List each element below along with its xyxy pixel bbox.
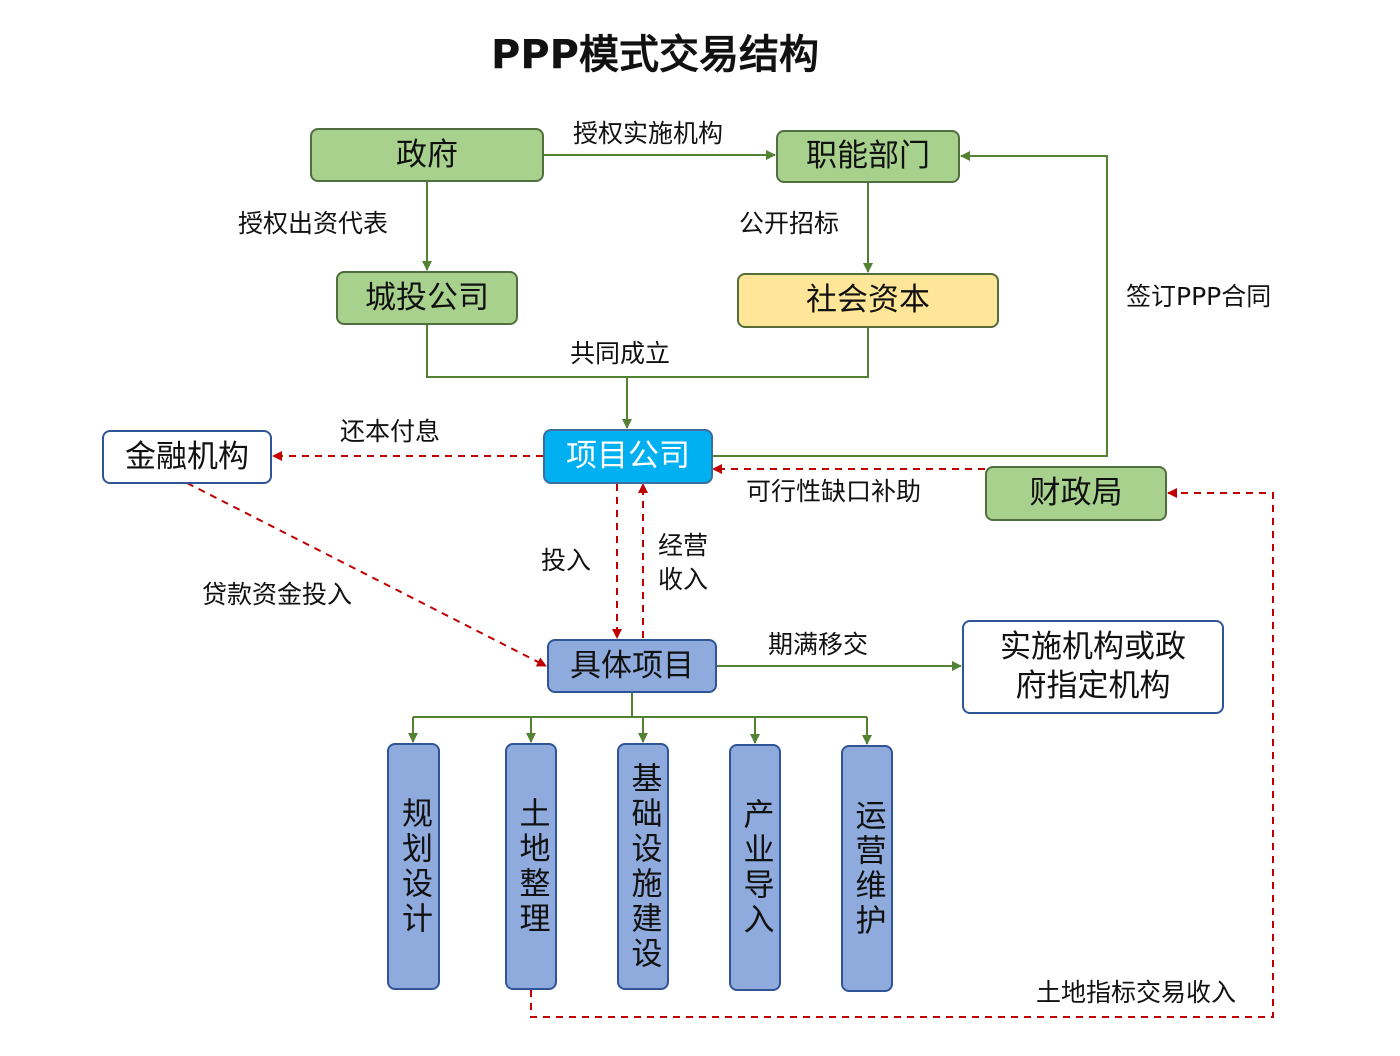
label-public-tender: 公开招标	[739, 209, 840, 238]
edge-contract	[713, 151, 1108, 457]
node-social-capital: 社会资本	[737, 273, 999, 328]
label-operating-income: 经营收入	[658, 531, 709, 594]
label-land-income: 土地指标交易收入	[1036, 978, 1237, 1007]
label-viability-gap: 可行性缺口补助	[746, 477, 922, 506]
node-financial-institution: 金融机构	[102, 430, 272, 484]
node-specific-project: 具体项目	[547, 639, 717, 693]
node-infrastructure: 基础设施建设	[617, 743, 669, 990]
edge-land-income	[530, 488, 1274, 1018]
edge-loan	[186, 482, 547, 667]
node-city-invest: 城投公司	[336, 271, 518, 325]
label-handover: 期满移交	[768, 630, 869, 659]
node-government: 政府	[310, 128, 544, 182]
node-industry-introduction: 产业导入	[729, 744, 781, 991]
label-loan-investment: 贷款资金投入	[202, 580, 353, 609]
edge-branches	[413, 692, 867, 718]
node-land-consolidation: 土地整理	[505, 743, 557, 990]
node-planning-design: 规划设计	[387, 743, 440, 990]
diagram-title: PPP模式交易结构	[491, 32, 819, 78]
node-operation-maintenance: 运营维护	[841, 745, 893, 992]
label-authorize-investor: 授权出资代表	[238, 209, 389, 238]
label-sign-contract: 签订PPP合同	[1126, 282, 1272, 311]
node-functional-dept: 职能部门	[776, 130, 960, 183]
label-co-establish: 共同成立	[570, 339, 671, 368]
label-repay: 还本付息	[340, 417, 441, 446]
node-project-company: 项目公司	[543, 429, 713, 484]
label-invest: 投入	[541, 546, 592, 575]
label-authorize-agency: 授权实施机构	[573, 119, 724, 148]
node-implementing-agency: 实施机构或政府指定机构	[962, 620, 1224, 714]
edge-co-establish	[426, 324, 869, 428]
node-finance-bureau: 财政局	[985, 466, 1167, 521]
